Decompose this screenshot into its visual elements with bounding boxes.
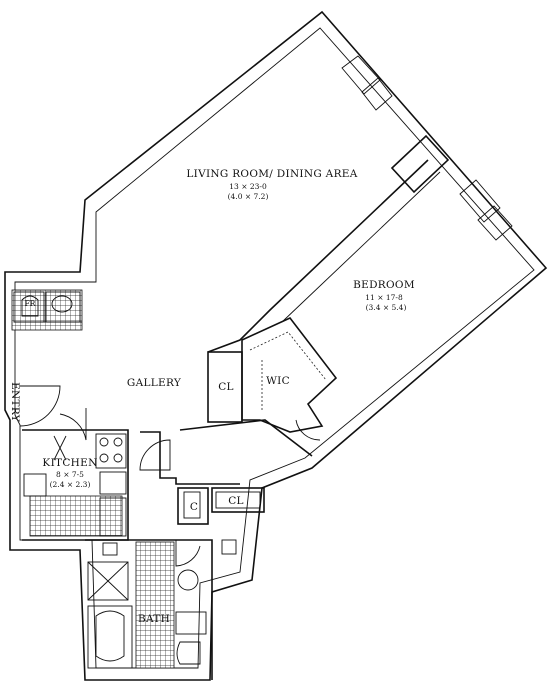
bath-label: BATH: [138, 613, 170, 625]
entry-label: ENTRY: [9, 382, 21, 423]
kitchen-dim-m: (2.4 × 2.3): [50, 480, 91, 489]
bath-fixtures: [87, 561, 207, 669]
kitchen-fixtures: [23, 433, 127, 537]
gallery-closet-label: CL: [218, 381, 234, 393]
bedroom-dim-m: (3.4 × 5.4): [366, 303, 407, 312]
living-room-label: LIVING ROOM/ DINING AREA 13 × 23-0 (4.0 …: [186, 168, 357, 201]
kitchen-dim-ft: 8 × 7-5: [56, 470, 84, 479]
bedroom-label: BEDROOM 11 × 17-8 (3.4 × 5.4): [353, 279, 415, 312]
living-room-dim-ft: 13 × 23-0: [229, 182, 267, 191]
bath-closet-label: CL: [228, 495, 244, 507]
fr-label: FR: [25, 299, 36, 308]
bedroom-name: BEDROOM: [353, 279, 415, 291]
interior-walls: [22, 159, 441, 680]
gallery-label: GALLERY: [127, 377, 182, 389]
living-room-dim-m: (4.0 × 7.2): [228, 192, 269, 201]
exterior-walls: [4, 10, 548, 681]
utility-closet: [13, 291, 82, 323]
kitchen-label: KITCHEN 8 × 7-5 (2.4 × 2.3): [42, 457, 97, 489]
kitchen-name: KITCHEN: [42, 457, 97, 469]
living-room-name: LIVING ROOM/ DINING AREA: [186, 168, 357, 180]
door-swings: [19, 385, 321, 567]
tiled-floors: [11, 289, 175, 669]
bath-c-label: C: [190, 501, 198, 513]
bedroom-dim-ft: 11 × 17-8: [365, 293, 403, 302]
wic-label: WIC: [266, 375, 290, 387]
